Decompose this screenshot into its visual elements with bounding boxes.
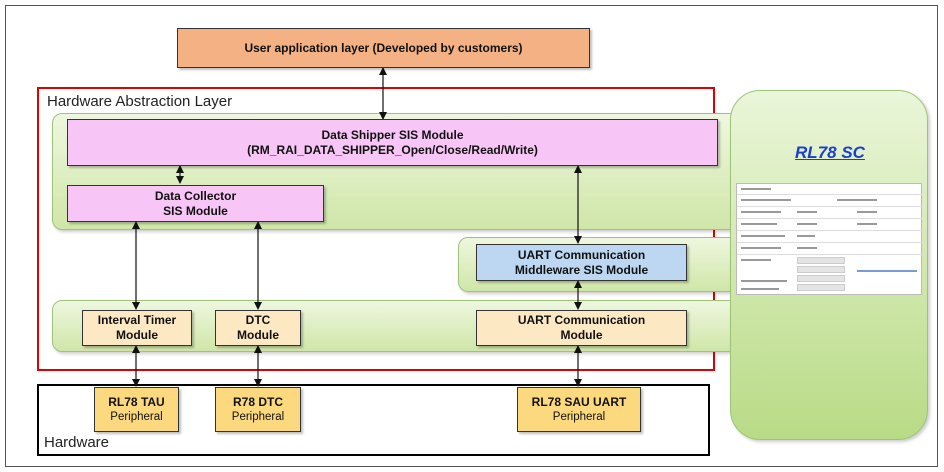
interval-timer-line1: Interval Timer: [97, 313, 177, 327]
uart-comm-line1: UART Communication: [517, 313, 646, 327]
data-collector-line1: Data Collector: [154, 188, 237, 203]
uart-middleware-line2: Middleware SIS Module: [514, 262, 649, 277]
sau-peripheral-box: RL78 SAU UART Peripheral: [517, 387, 641, 432]
hal-label: Hardware Abstraction Layer: [47, 93, 233, 110]
dtc-peripheral-name: R78 DTC: [232, 394, 283, 409]
uart-middleware-box: UART Communication Middleware SIS Module: [476, 244, 687, 281]
uart-comm-module-box: UART Communication Module: [476, 310, 687, 346]
interval-timer-line2: Module: [116, 328, 158, 342]
dtc-module-line2: Module: [237, 328, 279, 342]
interval-timer-box: Interval Timer Module: [82, 310, 192, 346]
dtc-peripheral-sub: Peripheral: [231, 410, 285, 423]
user-application-layer-box: User application layer (Developed by cus…: [177, 28, 590, 68]
dtc-module-box: DTC Module: [215, 310, 301, 346]
sc-config-screenshot: [736, 183, 923, 295]
dtc-module-line1: DTC: [245, 313, 271, 327]
hardware-label: Hardware: [44, 434, 110, 451]
data-collector-box: Data Collector SIS Module: [67, 185, 324, 222]
user-application-layer-label: User application layer (Developed by cus…: [244, 40, 523, 55]
uart-comm-line2: Module: [560, 328, 603, 342]
dtc-peripheral-box: R78 DTC Peripheral: [215, 387, 301, 432]
data-shipper-box: Data Shipper SIS Module (RM_RAI_DATA_SHI…: [67, 119, 718, 166]
rl78-sc-panel: RL78 SC: [730, 90, 928, 440]
sau-peripheral-name: RL78 SAU UART: [531, 394, 627, 409]
data-collector-line2: SIS Module: [163, 203, 228, 218]
tau-peripheral-name: RL78 TAU: [108, 394, 165, 409]
data-shipper-title: Data Shipper SIS Module: [321, 127, 464, 142]
rl78-sc-title[interactable]: RL78 SC: [795, 143, 865, 162]
sau-peripheral-sub: Peripheral: [552, 410, 606, 423]
tau-peripheral-box: RL78 TAU Peripheral: [94, 387, 179, 432]
uart-middleware-line1: UART Communication: [517, 247, 646, 262]
data-shipper-subtitle: (RM_RAI_DATA_SHIPPER_Open/Close/Read/Wri…: [247, 142, 538, 157]
tau-peripheral-sub: Peripheral: [110, 410, 163, 423]
